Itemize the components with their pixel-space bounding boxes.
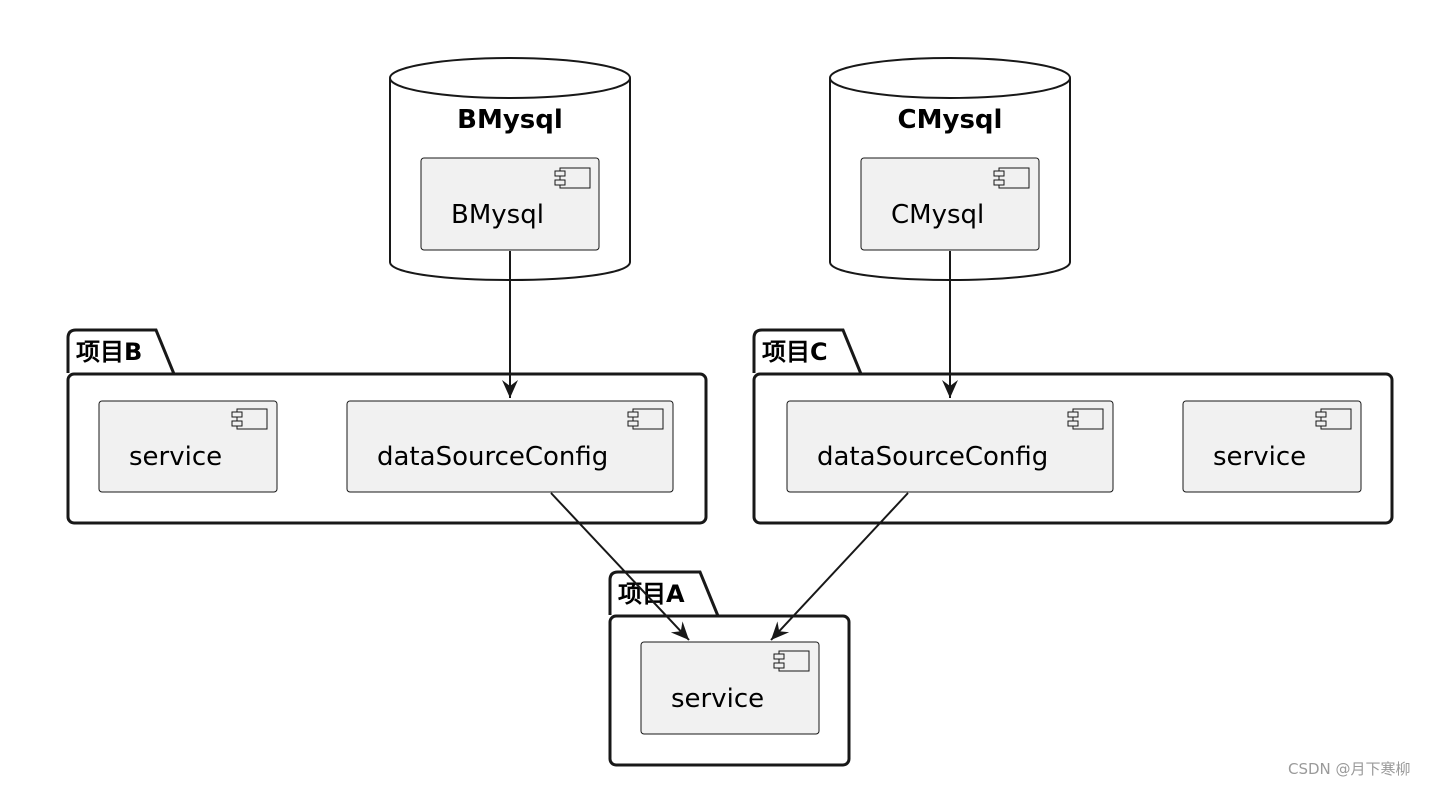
package-project-a: 项目A service [608,570,851,767]
component-label: CMysql [891,200,984,230]
package-title: 项目C [762,338,828,366]
component-icon [1315,408,1352,430]
component-label: BMysql [451,200,544,230]
watermark: CSDN @月下寒柳 [1288,760,1411,778]
package-title: 项目A [618,580,685,608]
edge-b-datasourceconfig-to-a-service [550,492,690,641]
edge-c-datasourceconfig-to-a-service [770,492,909,641]
database-bmysql: BMysql BMysql [389,57,631,281]
component-service[interactable]: service [1182,400,1362,493]
package-title: 项目B [76,338,142,366]
component-icon [627,408,664,430]
package-project-c: 项目C dataSourceConfig service [752,328,1394,525]
component-icon [993,167,1030,189]
database-title: BMysql [457,105,563,135]
component-service[interactable]: service [640,641,820,735]
component-label: service [129,442,222,472]
component-icon [554,167,591,189]
component-label: dataSourceConfig [377,442,608,472]
database-cmysql: CMysql CMysql [829,57,1071,281]
component-icon [1067,408,1104,430]
package-project-b: 项目B service dataSourceConfig [66,328,708,525]
component-label: service [671,684,764,714]
component-datasourceconfig[interactable]: dataSourceConfig [346,400,674,493]
component-datasourceconfig[interactable]: dataSourceConfig [786,400,1114,493]
component-label: dataSourceConfig [817,442,1048,472]
component-icon [773,650,810,672]
component-icon [231,408,268,430]
component-label: service [1213,442,1306,472]
edges [502,251,958,641]
database-title: CMysql [898,105,1003,135]
component-service[interactable]: service [98,400,278,493]
component-cmysql[interactable]: CMysql [860,157,1040,251]
component-bmysql[interactable]: BMysql [420,157,600,251]
